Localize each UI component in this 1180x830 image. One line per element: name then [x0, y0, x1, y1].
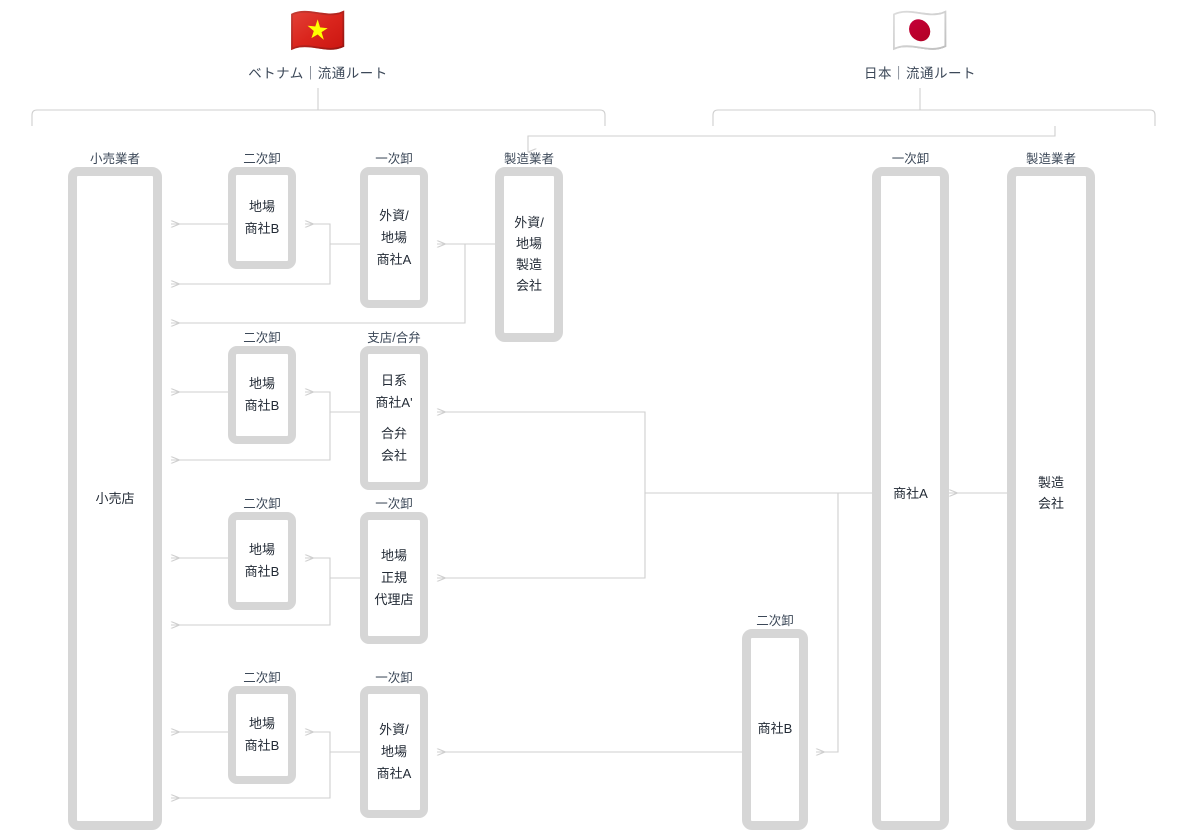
column-text-jp-manufacturer: 製造会社 — [1037, 475, 1064, 511]
box-label-row1-secondary: 二次卸 — [243, 152, 281, 166]
box-text-row2-primary: 日系商社A'合弁会社 — [375, 372, 413, 463]
vietnam-flag: 🇻🇳 — [289, 4, 347, 56]
column-jp-primary[interactable] — [872, 167, 949, 830]
box-label-row2-primary: 支店/合弁 — [367, 331, 421, 345]
box-label-row3-primary: 一次卸 — [375, 497, 413, 511]
column-label-vn-manufacturer: 製造業者 — [503, 152, 554, 166]
column-text-vn-manufacturer: 外資/地場製造会社 — [514, 215, 544, 293]
box-row2-primary[interactable]: 日系商社A'合弁会社 — [360, 346, 428, 490]
box-text-row3-secondary: 地場商社B — [244, 542, 280, 579]
box-text-row1-primary: 外資/地場商社A — [376, 207, 412, 267]
region-title-japan: 日本｜流通ルート — [864, 66, 976, 81]
box-text-row4-secondary: 地場商社B — [244, 716, 280, 753]
box-label-row4-secondary: 二次卸 — [243, 671, 281, 685]
column-jp-manufacturer[interactable] — [1007, 167, 1095, 830]
box-label-row4-primary: 一次卸 — [375, 671, 413, 685]
box-text-row4-primary: 外資/地場商社A — [376, 722, 412, 781]
column-label-vn-retailer: 小売業者 — [89, 152, 140, 166]
column-text-vn-retailer: 小売店 — [95, 491, 135, 506]
column-vn-manufacturer[interactable] — [495, 167, 563, 342]
box-row3-secondary[interactable]: 地場商社B — [228, 512, 296, 610]
box-row4-secondary[interactable]: 地場商社B — [228, 686, 296, 784]
box-row3-primary[interactable]: 地場正規代理店 — [360, 512, 428, 644]
column-label-jp-manufacturer: 製造業者 — [1025, 152, 1076, 166]
box-row2-secondary[interactable]: 地場商社B — [228, 346, 296, 444]
column-jp-secondary[interactable] — [742, 629, 808, 830]
region-title-vietnam: ベトナム｜流通ルート — [248, 66, 388, 81]
box-text-row2-secondary: 地場商社B — [244, 376, 280, 413]
region-header-japan: 🇯🇵 日本｜流通ルート — [820, 4, 1020, 83]
box-text-row1-secondary: 地場商社B — [244, 199, 280, 236]
box-label-row1-primary: 一次卸 — [375, 152, 413, 166]
box-label-row2-secondary: 二次卸 — [243, 331, 281, 345]
box-row1-primary[interactable]: 外資/地場商社A — [360, 167, 428, 308]
column-label-jp-secondary: 二次卸 — [756, 614, 794, 628]
box-row1-secondary[interactable]: 地場商社B — [228, 167, 296, 269]
column-label-jp-primary: 一次卸 — [891, 152, 930, 166]
box-text-row3-primary: 地場正規代理店 — [374, 548, 414, 607]
column-text-jp-primary: 商社A — [893, 486, 928, 501]
column-vn-retailer[interactable] — [68, 167, 162, 830]
box-row4-primary[interactable]: 外資/地場商社A — [360, 686, 428, 818]
japan-flag: 🇯🇵 — [891, 4, 949, 56]
region-header-vietnam: 🇻🇳 ベトナム｜流通ルート — [218, 4, 418, 83]
column-text-jp-secondary: 商社B — [757, 721, 793, 736]
box-label-row3-secondary: 二次卸 — [243, 497, 281, 511]
